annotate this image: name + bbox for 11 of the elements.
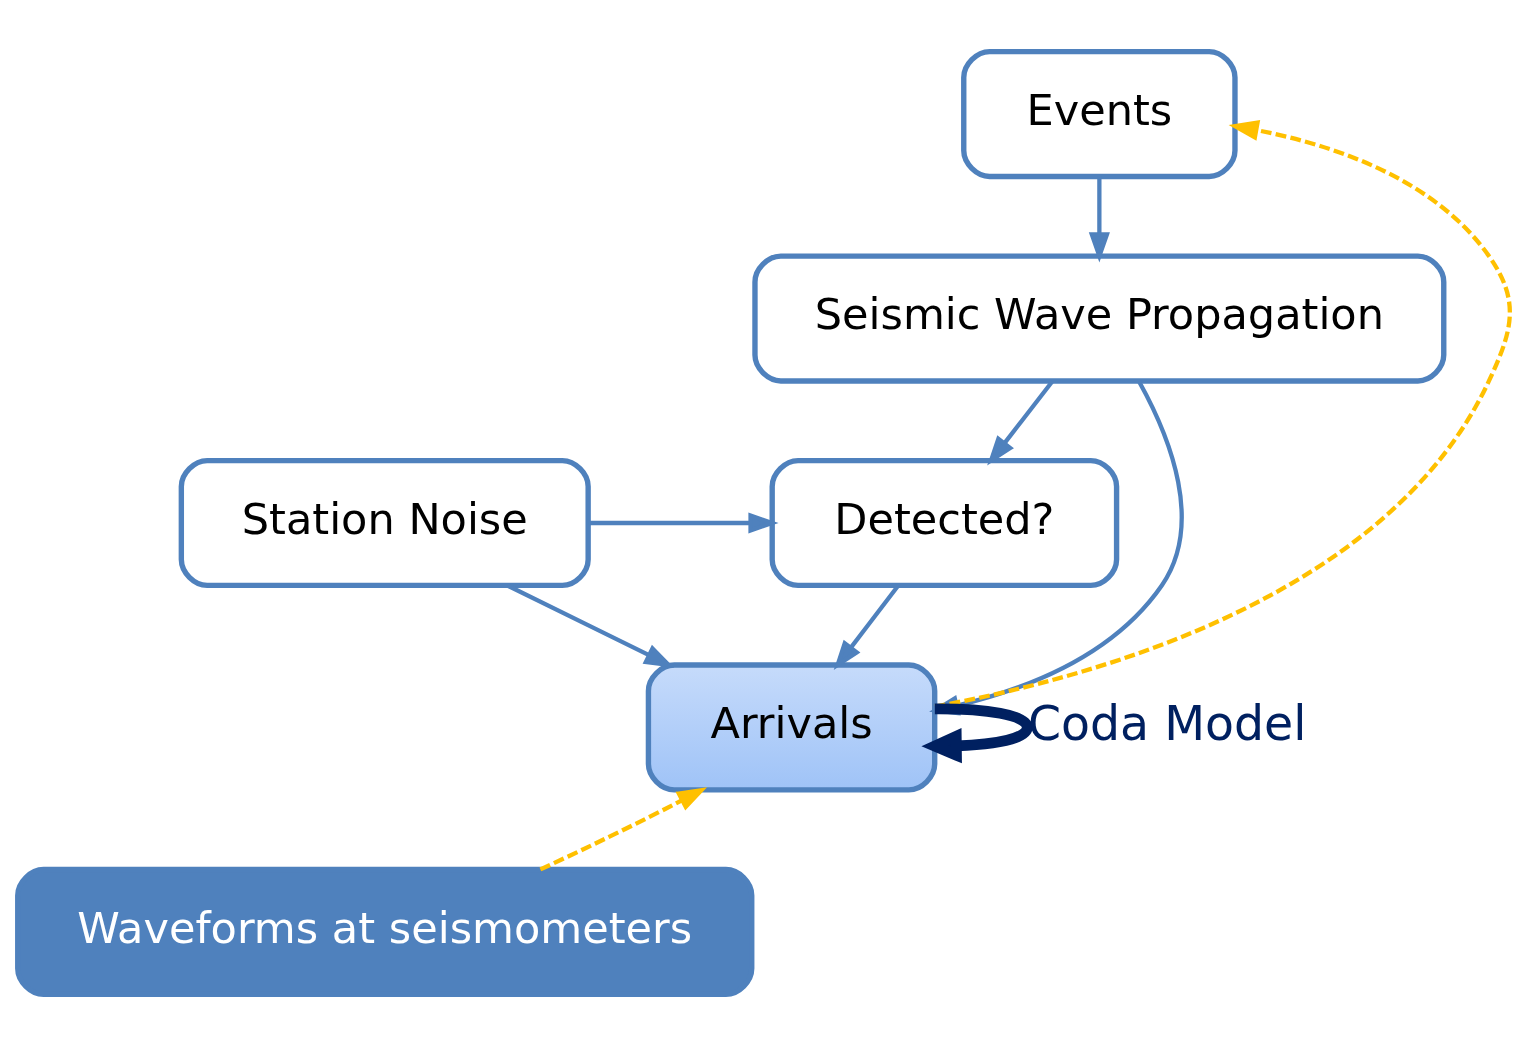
node-box: Events [960,48,1238,180]
node-box: Seismic Wave Propagation [751,253,1446,384]
edge-label: Coda Model [1027,695,1306,751]
arrow [588,512,779,534]
node-box: Detected? [769,457,1119,589]
arrow [1088,176,1110,263]
node-box: Station Noise [178,457,591,589]
node-box: Arrivals [645,662,937,793]
arrow [920,703,1033,764]
node-box: Waveforms at seismometers [14,866,754,998]
arrow [539,787,707,872]
